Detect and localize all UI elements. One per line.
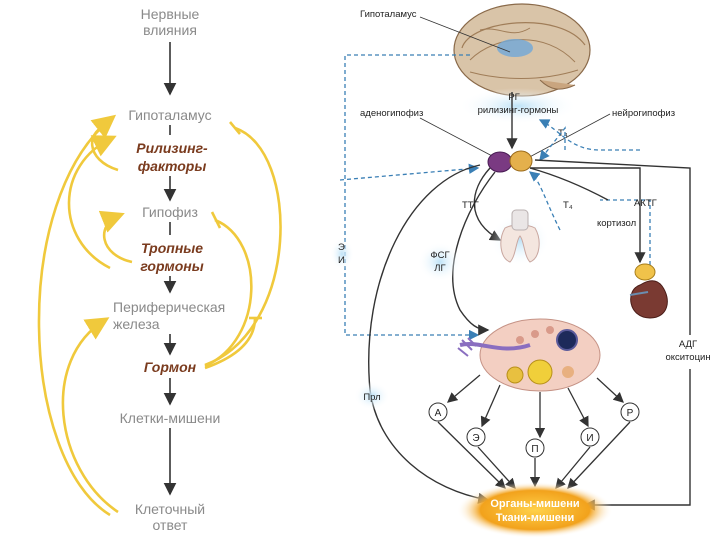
adg-bg <box>655 335 717 369</box>
dashed-feedback <box>339 54 651 341</box>
cortisol-label: кортизол <box>597 218 636 229</box>
fsg-line1: ФСГ <box>430 250 449 261</box>
nerve-line2: влияния <box>143 22 197 38</box>
gland-line1: Периферическая <box>113 299 225 315</box>
hypothalamus-tag: Гипоталамус <box>360 9 417 20</box>
kidney-adrenal <box>629 263 668 319</box>
tropic-line1: Тропные <box>141 240 203 256</box>
prl-glow <box>354 382 390 410</box>
adeno-pointer <box>419 117 497 159</box>
hormone-label: Гормон <box>144 359 197 375</box>
pituitary-gland <box>487 92 533 173</box>
hypothalamus-pointer <box>419 16 511 53</box>
response-line1: Клеточный <box>135 501 205 517</box>
hypothalamus-label: Гипоталамус <box>128 107 211 123</box>
fsg-glow <box>418 242 462 282</box>
brain-illustration <box>453 3 591 97</box>
adeno-label: аденогипофиз <box>360 108 423 119</box>
feedback-loops <box>37 114 282 517</box>
circle-i <box>580 427 600 447</box>
circle-i-label: И <box>586 433 593 444</box>
tropic-line2: гормоны <box>140 258 203 274</box>
releasing-line1: Рилизинг- <box>136 140 208 156</box>
prl-label: Прл <box>363 392 380 403</box>
t4-label: Т₄ <box>563 200 573 211</box>
target-cells-label: Клетки-мишени <box>120 410 221 426</box>
rg-glow <box>458 88 578 124</box>
adg-line2: окситоцин <box>665 352 710 363</box>
rg-line2: рилизинг-гормоны <box>478 105 559 116</box>
neuro-pointer <box>523 113 611 161</box>
ovary-arrows <box>437 374 631 490</box>
circle-r <box>620 402 640 422</box>
actg-label: АКТГ <box>634 198 657 209</box>
nerve-line1: Нервные <box>141 6 200 22</box>
left-chain: Нервные влияния Гипоталамус Рилизинг- фа… <box>37 6 282 533</box>
targets-blob <box>457 482 613 538</box>
hormone-circles: А Э П И Р <box>428 402 640 458</box>
rg-line1: РГ <box>508 92 519 103</box>
circle-e <box>466 427 486 447</box>
thyroid-gland <box>490 209 550 266</box>
circle-e-label: Э <box>472 433 479 444</box>
targets-line2: Ткани-мишени <box>496 512 575 524</box>
circle-r-label: Р <box>627 408 634 419</box>
releasing-line2: факторы <box>138 158 207 174</box>
ei-line1: Э <box>338 242 345 253</box>
ei-glow <box>330 238 354 270</box>
circle-p <box>525 438 545 458</box>
ovary-illustration <box>457 318 601 392</box>
adg-line1: АДГ <box>679 339 697 350</box>
circle-a-label: А <box>435 408 442 419</box>
circle-p-label: П <box>531 444 538 455</box>
response-line2: ответ <box>153 517 188 533</box>
gland-line2: железа <box>113 316 160 332</box>
circle-a <box>428 402 448 422</box>
ei-line2: И <box>338 255 345 266</box>
right-diagram: Гипоталамус РГ рилизинг-гормоны аденогип… <box>330 3 717 538</box>
neuro-label: нейрогипофиз <box>612 108 675 119</box>
ttg-label: ТТГ <box>462 200 479 211</box>
fsg-line2: ЛГ <box>434 263 445 274</box>
targets-line1: Органы-мишени <box>490 498 579 510</box>
pituitary-label: Гипофиз <box>142 204 198 220</box>
t4-top-label: Т₄ <box>558 128 568 139</box>
